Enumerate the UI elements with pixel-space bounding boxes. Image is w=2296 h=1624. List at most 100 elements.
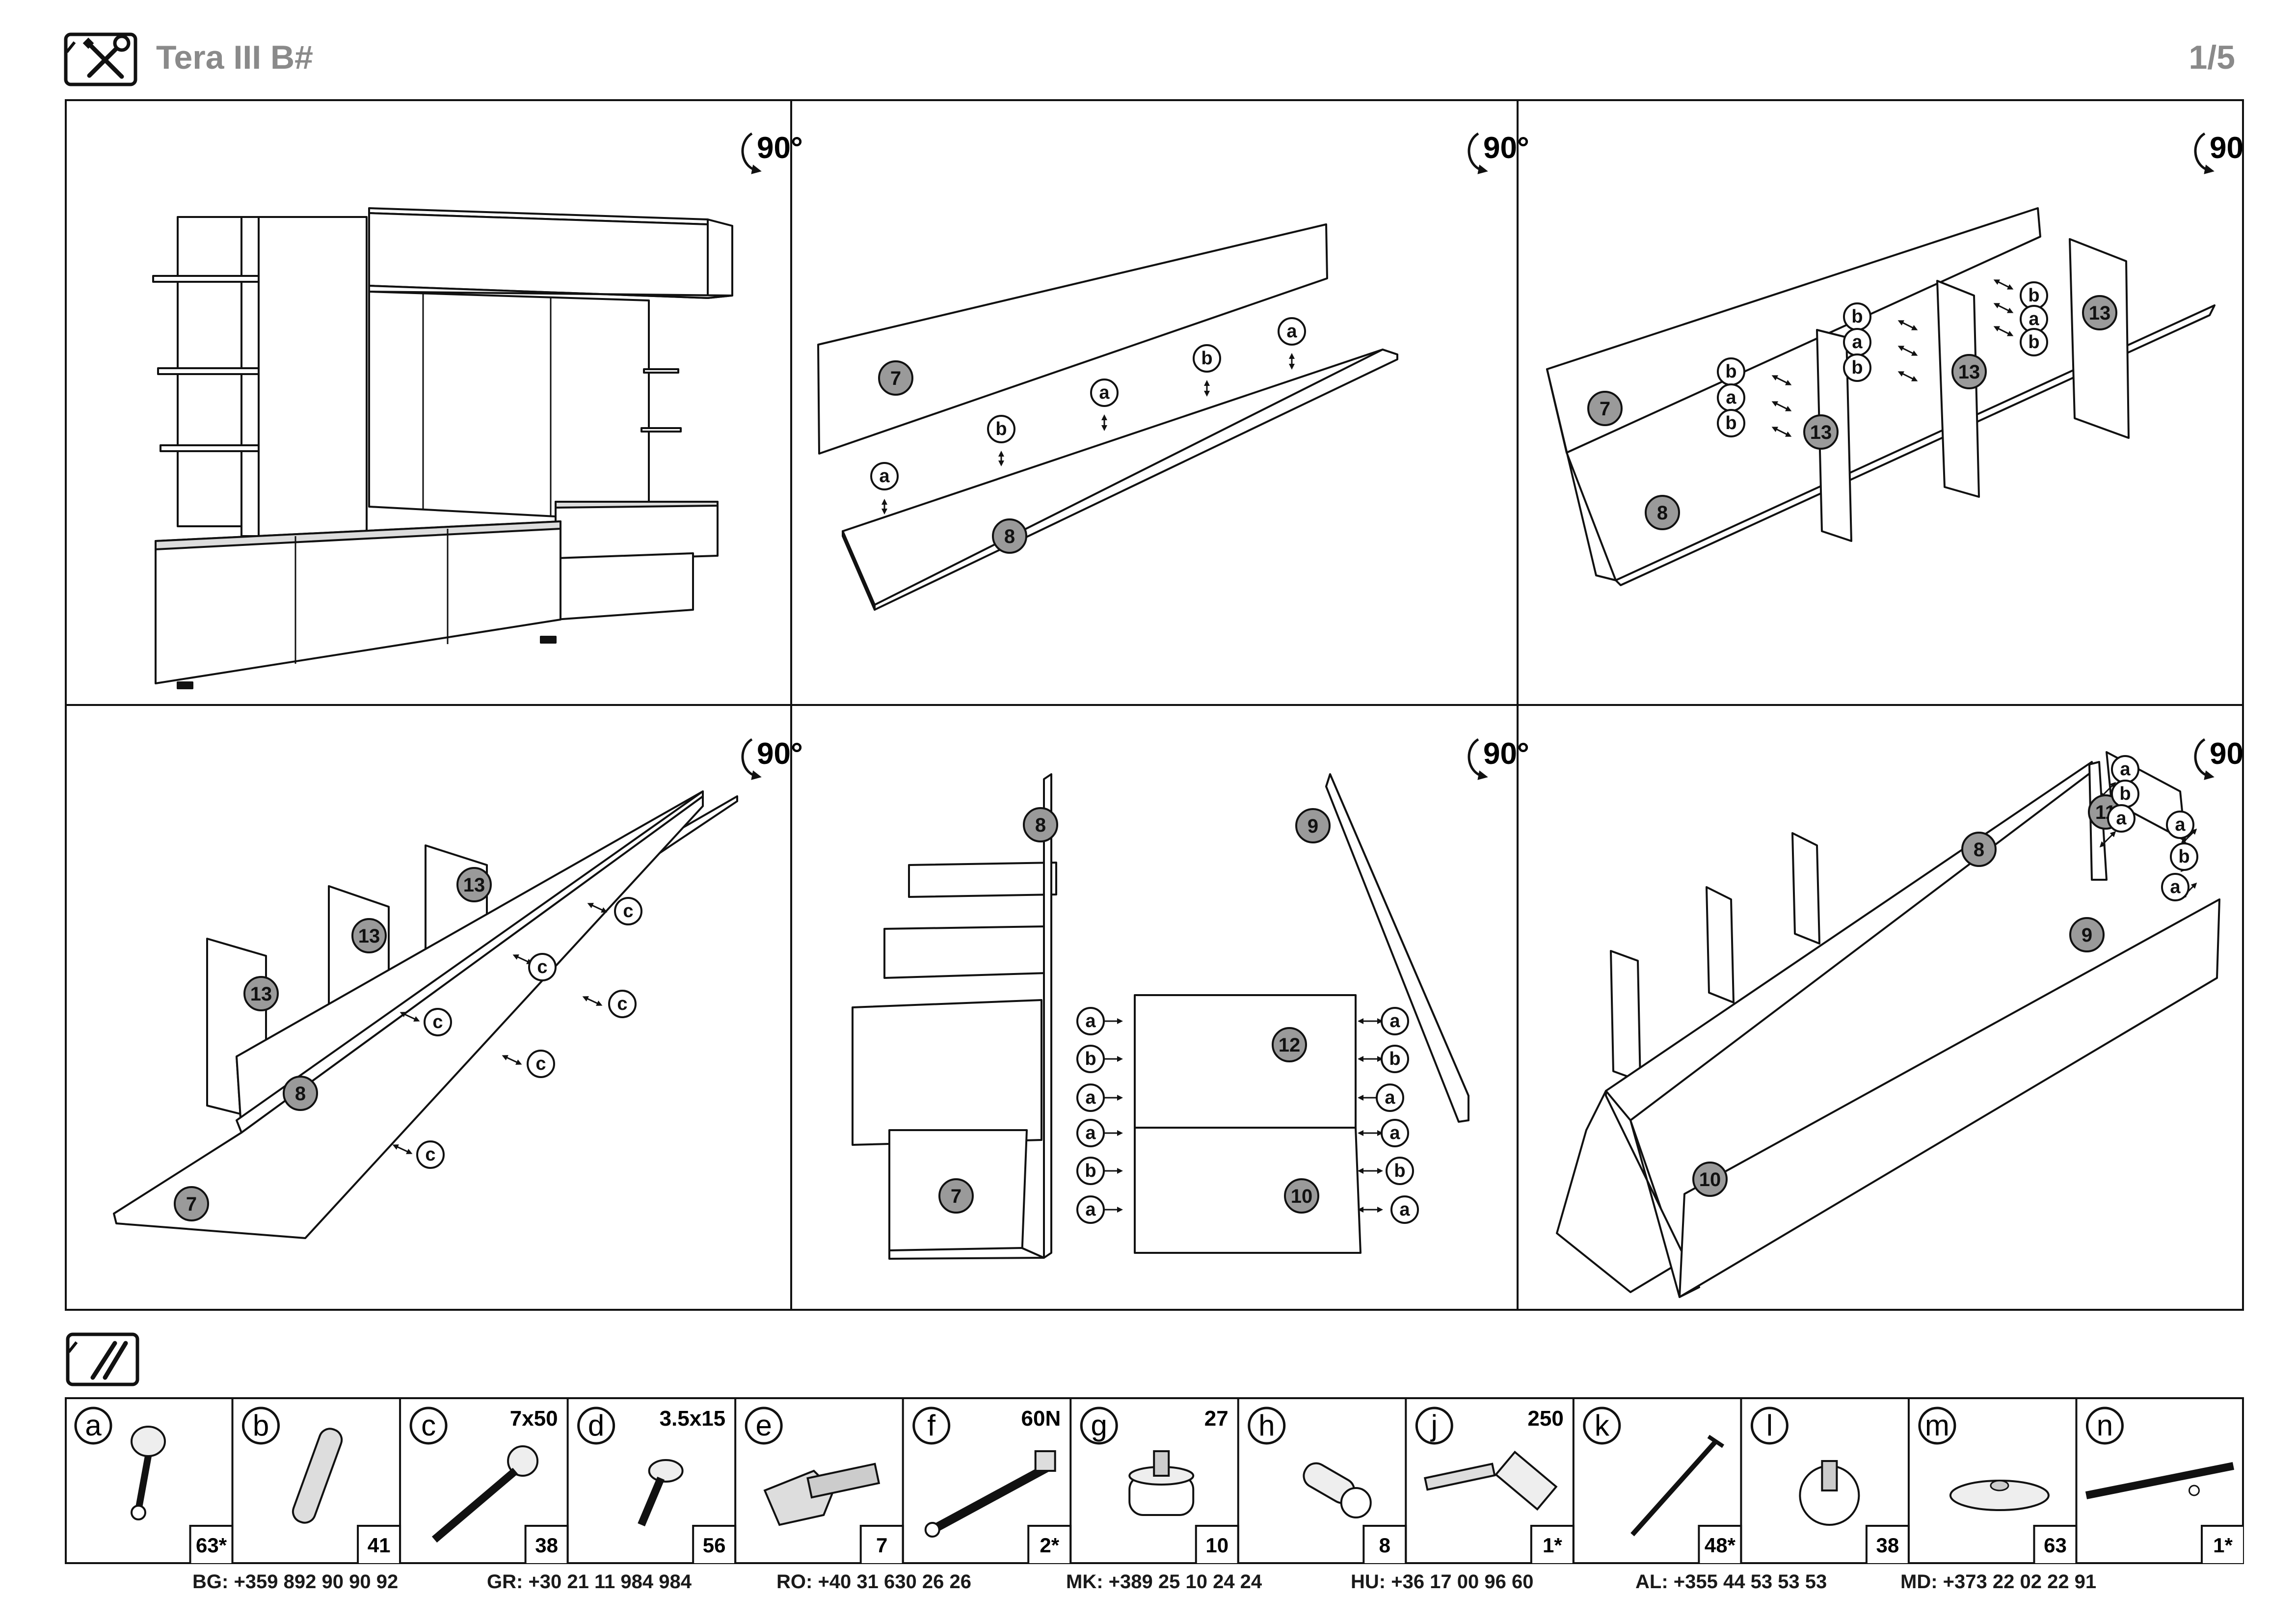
hardware-quantity: 8 (1379, 1534, 1390, 1557)
fitting-letter: a (1085, 1011, 1096, 1031)
page-number: 1/5 (2189, 39, 2235, 76)
fitting-letter: a (1085, 1087, 1096, 1108)
hardware-letter: j (1430, 1409, 1438, 1442)
part-number-label: 10 (1291, 1186, 1313, 1207)
hardware-size: 7x50 (510, 1407, 558, 1431)
fitting-letter: a (1389, 1011, 1400, 1031)
hardware-item-l: l38 (1740, 1397, 1910, 1564)
rotation-label: 90° (2210, 131, 2244, 165)
fitting-callout: a (1076, 1083, 1105, 1112)
fitting-letter: b (2119, 784, 2131, 804)
drawer-runner-icon (1423, 1450, 1558, 1511)
part-number-badge: 8 (992, 518, 1027, 554)
fitting-letter: c (425, 1144, 435, 1165)
part-number-label: 9 (1308, 815, 1318, 837)
fitting-callout: b (1076, 1045, 1105, 1073)
hardware-item-m: m63 (1907, 1397, 2078, 1564)
fitting-letter: b (1389, 1049, 1400, 1069)
hardware-letter: h (1258, 1409, 1275, 1442)
fitting-callout: b (1193, 344, 1221, 373)
part-number-label: 9 (2082, 924, 2092, 946)
short-screw-icon (638, 1459, 684, 1527)
fitting-callout: a (2161, 873, 2189, 901)
part-number-label: 8 (295, 1083, 306, 1105)
fitting-callout: b (2170, 842, 2198, 871)
fitting-callout: a (1843, 328, 1871, 356)
part-number-badge: 9 (2069, 917, 2105, 952)
fitting-letter: b (1851, 306, 1863, 327)
part-number-badge: 7 (174, 1186, 209, 1221)
contact-bg: BG: +359 892 90 90 92 (192, 1571, 398, 1593)
fitting-letter: a (1099, 382, 1110, 403)
hardware-quantity: 1* (1543, 1534, 1562, 1557)
fitting-callout: b (1381, 1045, 1409, 1073)
fitting-letter: a (1389, 1123, 1400, 1143)
screwdriver-wrench-icon (64, 32, 137, 86)
fitting-callout: c (527, 1050, 555, 1078)
gas-lift-icon (924, 1450, 1056, 1538)
part-number-badge: 13 (243, 976, 279, 1011)
part-number-label: 7 (890, 368, 901, 389)
country-code: BG: (192, 1571, 229, 1593)
fitting-letter: b (1085, 1049, 1096, 1069)
phone-number: +40 31 630 26 26 (812, 1571, 971, 1593)
fitting-letter: b (1201, 348, 1212, 369)
rotation-label: 90° (1483, 131, 1529, 165)
fitting-letter: a (1726, 387, 1736, 408)
fitting-callout: a (1076, 1119, 1105, 1147)
fitting-letter: a (2170, 877, 2181, 897)
fitting-letter: b (2028, 285, 2039, 306)
rotate-90-icon: 90° (741, 131, 803, 174)
part-number-badge: 7 (1587, 391, 1623, 426)
hardware-size: 27 (1204, 1407, 1228, 1431)
fitting-letter: a (2175, 814, 2186, 835)
rotation-label: 90° (1483, 737, 1529, 771)
fitting-callout: b (1843, 302, 1871, 331)
hardware-letter: g (1091, 1409, 1107, 1442)
fitting-callout: b (1717, 357, 1745, 386)
fitting-letter: a (1085, 1123, 1096, 1143)
hardware-letter: e (755, 1409, 772, 1442)
fitting-callout: a (1376, 1083, 1404, 1112)
fitting-letter: a (1399, 1199, 1410, 1220)
hardware-letter: f (927, 1409, 935, 1442)
step-2-drawing (817, 223, 1398, 611)
rotation-label: 90° (2210, 737, 2244, 771)
fitting-callout: a (1717, 383, 1745, 412)
hardware-letter: n (2097, 1409, 2113, 1442)
hardware-quantity: 56 (703, 1534, 726, 1557)
fitting-letter: c (432, 1012, 443, 1032)
phone-number: +359 892 90 90 92 (228, 1571, 399, 1593)
country-code: MD: (1900, 1571, 1938, 1593)
step-6-drawing (1556, 751, 2220, 1298)
fitting-callout: a (2107, 804, 2136, 833)
contact-hu: HU: +36 17 00 96 60 (1351, 1571, 1533, 1593)
contact-ro: RO: +40 31 630 26 26 (776, 1571, 971, 1593)
adjustable-foot-icon (1128, 1450, 1195, 1516)
fitting-callout: a (1381, 1119, 1409, 1147)
fitting-letter: b (1725, 361, 1736, 382)
part-number-badge: 13 (1951, 354, 1987, 389)
part-number-label: 7 (186, 1193, 197, 1215)
part-number-label: 13 (358, 925, 380, 947)
round-pad-icon (1949, 1480, 2050, 1511)
phone-number: +355 44 53 53 53 (1668, 1571, 1827, 1593)
hardware-letter: k (1595, 1409, 1610, 1442)
part-number-label: 8 (1004, 526, 1015, 547)
country-code: AL: (1635, 1571, 1668, 1593)
fitting-letter: c (623, 901, 633, 921)
fitting-letter: a (2116, 808, 2127, 829)
part-number-label: 13 (463, 874, 485, 896)
part-number-badge: 8 (283, 1076, 318, 1111)
part-number-label: 7 (951, 1186, 961, 1207)
fitting-letter: c (617, 994, 627, 1014)
part-number-badge: 12 (1272, 1027, 1307, 1062)
hardware-item-a: a63* (74, 1407, 234, 1564)
rotation-label: 90° (757, 131, 803, 165)
part-number-badge: 10 (1284, 1178, 1319, 1214)
